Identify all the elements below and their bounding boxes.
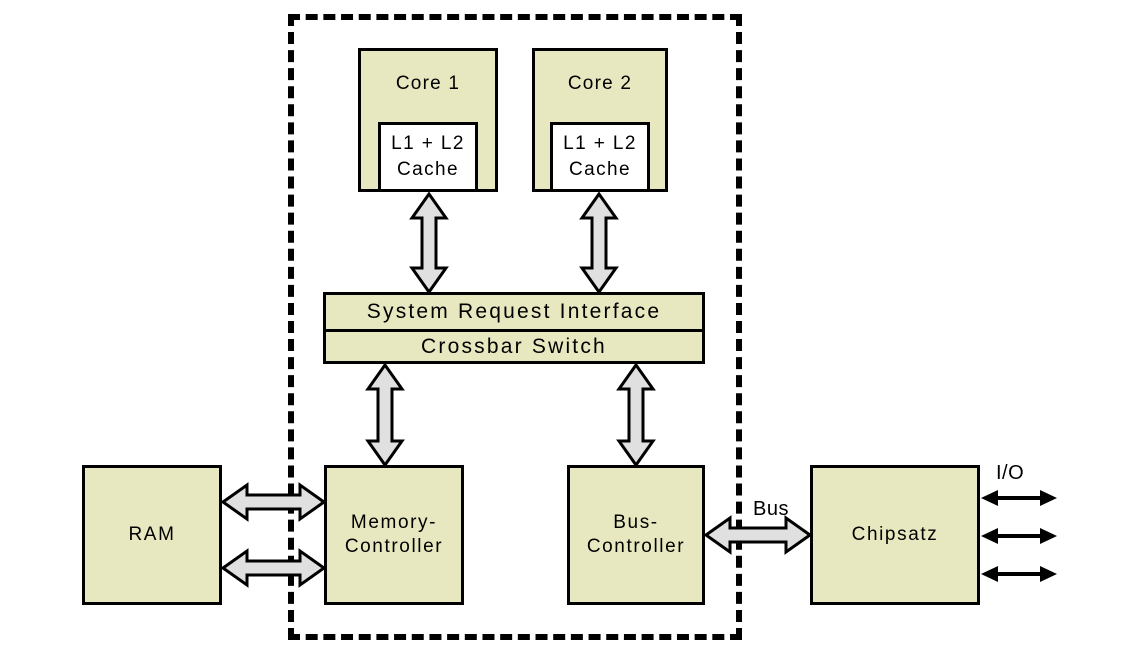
arrow-crossbar-to-bus-controller [616,362,656,468]
memory-controller-block[interactable]: Memory- Controller [324,465,464,605]
core-1-label: Core 1 [395,73,461,94]
core-1-cache-block[interactable]: L1 + L2 Cache [378,122,478,192]
arrow-bus-controller-to-chipsatz [703,515,813,555]
arrow-ram-to-memory-controller-upper [220,482,327,522]
memory-controller-label: Memory- Controller [344,512,444,557]
io-connection-label: I/O [996,462,1025,484]
arrow-crossbar-to-memory-controller [365,362,405,468]
cpu-boundary-dashed-box [288,14,742,640]
chipsatz-label: Chipsatz [851,524,939,546]
io-arrow-2 [981,528,1057,544]
core-2-cache-block[interactable]: L1 + L2 Cache [550,122,650,192]
io-arrow-3 [981,566,1057,582]
system-request-interface-bar[interactable]: System Request Interface [323,292,705,331]
io-arrow-1 [981,490,1057,506]
arrow-core2-to-sri [579,191,619,295]
bus-connection-label: Bus [753,498,789,520]
bus-controller-block[interactable]: Bus- Controller [567,465,705,605]
crossbar-switch-bar[interactable]: Crossbar Switch [323,330,705,364]
bus-controller-label: Bus- Controller [586,512,686,557]
chipsatz-block[interactable]: Chipsatz [810,465,980,605]
ram-block[interactable]: RAM [82,465,222,605]
ram-label: RAM [128,524,176,546]
core-2-label: Core 2 [567,73,633,94]
arrow-ram-to-memory-controller-lower [220,548,327,588]
arrow-core1-to-sri [409,191,449,295]
